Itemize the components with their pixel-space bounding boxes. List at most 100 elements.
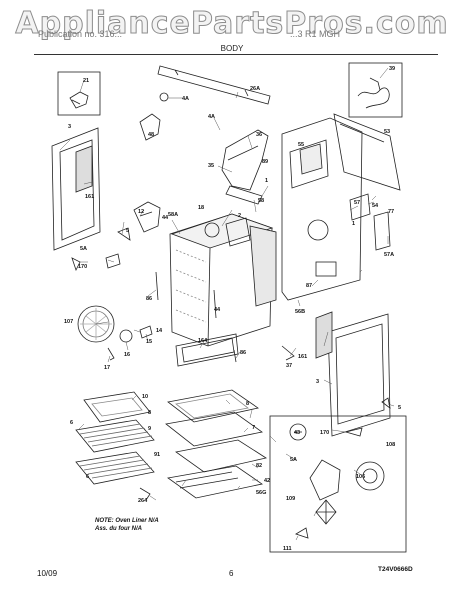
drawer-panel-inner — [175, 393, 249, 419]
convection-motor-shaft — [362, 468, 378, 484]
callout-39: 39 — [389, 66, 395, 72]
vent-plate-2 — [225, 217, 251, 247]
bracket-12 — [133, 201, 161, 233]
callout-56b: 56B — [295, 309, 305, 315]
callout-264: 264 — [138, 498, 148, 504]
note-line-2: Ass. du four N/A — [95, 526, 143, 532]
callout-14: 14 — [156, 328, 163, 334]
callout-89: 89 — [262, 159, 268, 165]
callout-5: 5 — [126, 228, 129, 234]
callout-170: 170 — [78, 264, 87, 270]
callout-3b: 3 — [316, 379, 319, 385]
footer-page-number: 6 — [229, 569, 234, 578]
callout-91: 91 — [154, 452, 160, 458]
callout-43: 43 — [294, 430, 300, 436]
broil-pan-grid — [91, 397, 143, 417]
light-socket-15 — [139, 325, 153, 339]
callout-26a: 26A — [250, 86, 260, 92]
bracket-170b — [344, 427, 363, 437]
callout-labels: 21 26A 39 3 4A 4A 48 36 55 53 35 89 1 16… — [64, 66, 401, 552]
rods-86 — [155, 271, 217, 319]
rack-6-lower — [75, 451, 155, 485]
drawer-slides-56g — [166, 465, 263, 499]
callout-16: 16 — [124, 352, 130, 358]
callout-164: 164 — [198, 338, 208, 344]
convection-motor-106 — [355, 461, 385, 491]
callout-5a: 5A — [80, 246, 87, 252]
left-side-panel — [51, 127, 101, 251]
callout-108: 108 — [386, 442, 395, 448]
clip-17 — [107, 347, 115, 361]
callout-42: 42 — [264, 478, 270, 484]
callout-107: 107 — [64, 319, 73, 325]
insulation-161-left — [75, 145, 93, 193]
footer-date: 10/09 — [37, 569, 58, 578]
screw-43 — [289, 423, 307, 441]
trim-35 — [225, 185, 263, 205]
back-panel-port — [307, 219, 329, 241]
callout-86: 86 — [146, 296, 152, 302]
oven-rack-guides — [175, 249, 207, 323]
clip-37 — [281, 345, 295, 361]
back-panel — [281, 117, 363, 301]
right-side-panel — [327, 313, 391, 437]
oven-edge — [207, 247, 211, 347]
inset-box-39 — [348, 62, 403, 118]
callout-6b: 6 — [86, 474, 89, 480]
rod-86b — [233, 349, 237, 363]
vent-opening-18 — [204, 222, 220, 238]
rack-6-upper-wires — [79, 423, 153, 447]
callout-18: 18 — [198, 205, 204, 211]
rack-6-lower-wires — [79, 455, 153, 479]
back-panel-vent — [315, 261, 337, 277]
callout-58a: 58A — [168, 212, 178, 218]
fan-blade-109 — [315, 499, 337, 525]
model-header: ...3 R1 MGH — [290, 29, 341, 39]
callout-161: 161 — [85, 194, 94, 200]
bracket-21 — [69, 91, 89, 109]
callout-58: 58 — [258, 198, 264, 204]
callout-5ab: 5A — [290, 457, 297, 463]
bracket-77 — [373, 211, 391, 251]
drawer-panel-82 — [175, 439, 268, 473]
callout-57a: 57A — [384, 252, 394, 258]
clip-5b — [381, 397, 391, 409]
callout-1b: 1 — [352, 221, 355, 227]
callout-5b: 5 — [398, 405, 401, 411]
callout-106: 106 — [356, 474, 365, 480]
diagram-code: T24V0666D — [378, 566, 413, 573]
callout-87: 87 — [306, 283, 312, 289]
callout-8b: 8 — [246, 401, 249, 407]
callout-36: 36 — [256, 132, 262, 138]
callout-8: 8 — [148, 410, 151, 416]
rear-cover-53 — [333, 113, 401, 191]
back-panel-cutout — [289, 139, 329, 189]
callout-4a: 4A — [208, 114, 215, 120]
insulation-wrap — [249, 225, 277, 307]
callout-54: 54 — [372, 203, 379, 209]
terminal-block-57 — [349, 193, 371, 221]
callout-77: 77 — [388, 209, 394, 215]
clip-264 — [139, 487, 151, 501]
note-line-1: NOTE: Oven Liner N/A — [95, 518, 159, 524]
leader-lines — [59, 67, 395, 541]
broil-pan-10 — [83, 391, 151, 423]
drawer-tray-7 — [165, 411, 263, 447]
callout-48: 48 — [148, 132, 154, 138]
panel-55 — [299, 143, 323, 175]
callout-15: 15 — [146, 339, 152, 345]
callout-17: 17 — [104, 365, 110, 371]
insulation-161-right — [315, 311, 333, 359]
vent-duct-36 — [221, 129, 269, 191]
bracket-48 — [139, 113, 161, 141]
section-title: BODY — [220, 44, 244, 53]
inset-box-convection — [269, 415, 407, 553]
callout-82: 82 — [256, 463, 262, 469]
note-block: NOTE: Oven Liner N/A Ass. du four N/A — [95, 517, 159, 533]
grommet-4a — [159, 92, 169, 102]
callout-21: 21 — [83, 78, 89, 84]
inset-box-21 — [57, 71, 101, 116]
wire-harness-39 — [357, 77, 390, 109]
top-rail-26a — [157, 65, 271, 105]
